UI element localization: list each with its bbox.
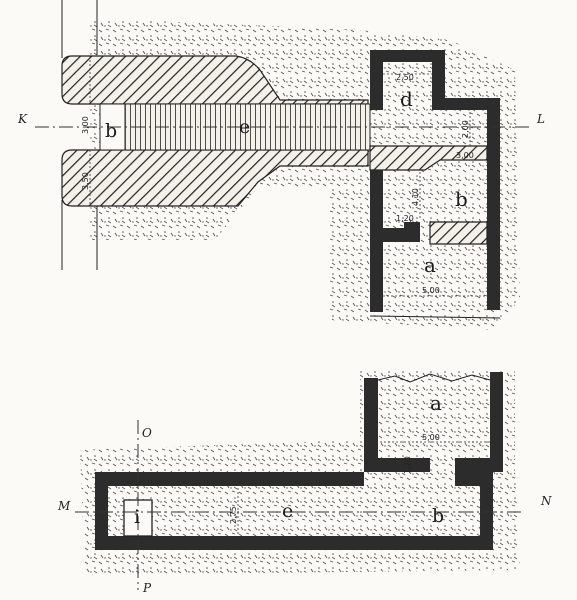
- dim-corridor-left: 3,00: [81, 116, 90, 134]
- door-jamb: [404, 222, 420, 230]
- upper-top-hatched-block: [61, 55, 369, 105]
- lower-chamber-a-right-wall: [455, 372, 503, 472]
- dim-lower-a-width: 5,00: [422, 433, 440, 442]
- room-label-b-right: b: [455, 187, 468, 211]
- dim-d-height: 2,00: [461, 120, 470, 138]
- upper-bottom-hatched-block: [61, 149, 369, 207]
- axis-label-n: N: [540, 494, 552, 508]
- dim-door: 1,20: [396, 214, 414, 223]
- chamber-right-wall: [487, 150, 500, 310]
- lower-room-label-b: b: [432, 505, 444, 527]
- chamber-a-bottom: [369, 315, 501, 319]
- chamber-a-broken-top: [377, 373, 491, 383]
- partition-hatched: [429, 221, 488, 245]
- dim-side-wall: 3,00: [456, 151, 474, 160]
- room-label-e: e: [239, 116, 250, 138]
- upper-plan: K L 2,50 3,00 3,50 2,00 3,00 4,10 1,20 5…: [17, 0, 545, 330]
- room-label-a: a: [424, 253, 436, 277]
- lower-chamber-a-left-wall: [364, 378, 430, 472]
- axis-label-o: O: [142, 426, 152, 440]
- chamber-left-wall: [370, 170, 420, 312]
- axis-label-l: L: [536, 112, 545, 126]
- lower-room-label-a: a: [430, 391, 442, 415]
- dim-a-width: 5,00: [422, 286, 440, 295]
- lower-room-label-e: e: [282, 500, 293, 522]
- dim-d-width: 2,50: [396, 73, 414, 82]
- room-d-wall: [370, 50, 500, 150]
- dim-b-height: 4,10: [411, 188, 420, 206]
- axis-label-k: K: [17, 112, 28, 126]
- niche-label-i: i: [134, 506, 140, 528]
- dim-lower-door: 1,20: [403, 456, 412, 474]
- dim-lower-corridor: 2,75: [229, 506, 238, 524]
- dim-wall-left: 3,50: [81, 172, 90, 190]
- axis-label-p: P: [142, 581, 152, 595]
- lower-plan: M N O P 5,00 2,75 1,20 a i e b: [57, 370, 552, 595]
- room-label-d: d: [400, 87, 413, 111]
- lower-corridor-walls: [95, 472, 493, 550]
- room-label-b-left: b: [105, 120, 117, 142]
- axis-label-m: M: [57, 499, 71, 513]
